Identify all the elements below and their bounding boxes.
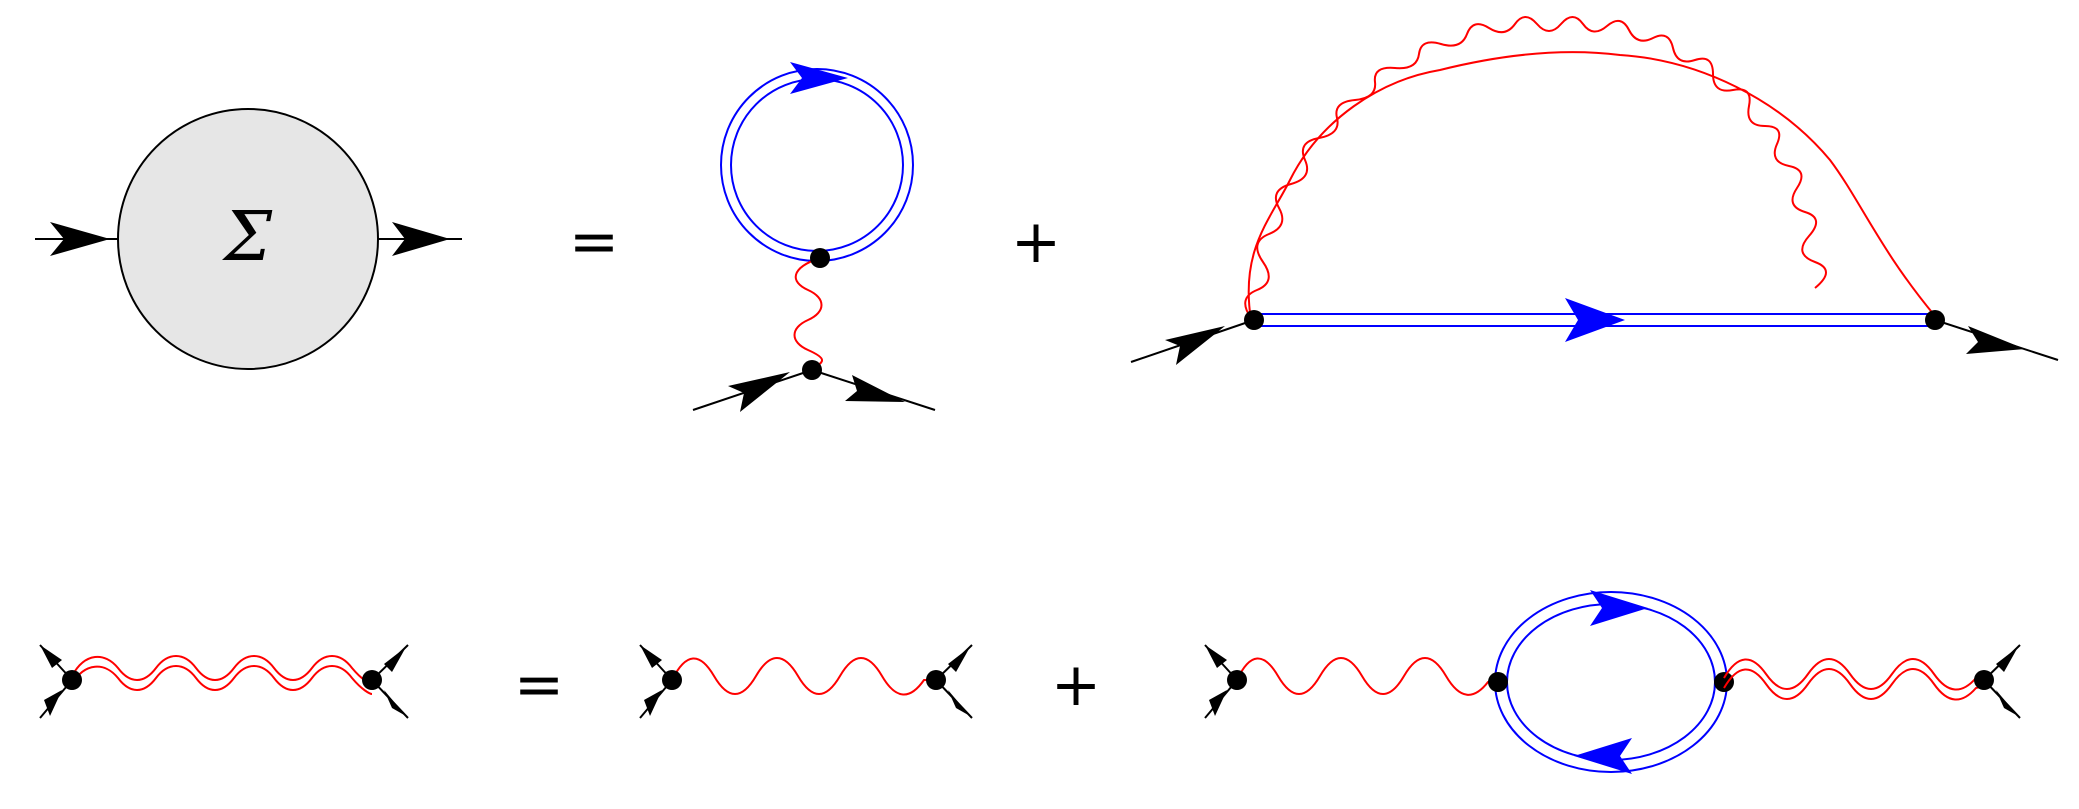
- bare-left-down-arrow: [644, 690, 662, 716]
- plus-sign-2: +: [1051, 650, 1101, 720]
- incoming-external-arrow: [1165, 326, 1225, 365]
- plus-sign-1: +: [1011, 207, 1061, 277]
- bubble-bottom-arrow: [1574, 738, 1632, 774]
- incoming-fermion-arrow: [728, 372, 790, 412]
- outgoing-fermion-arrow: [845, 375, 905, 402]
- bubble-right-dressed-wave-outer: [1723, 658, 1985, 691]
- dressed-wave-outer: [71, 655, 373, 685]
- loop-arrow-head: [790, 62, 848, 94]
- bubble-right-up-arrow: [1996, 647, 2018, 672]
- self-energy-blob-diagram: Σ: [35, 108, 462, 370]
- dressed-wave-inner: [71, 665, 373, 695]
- bubble-left-down-arrow: [1209, 690, 1227, 716]
- left-leg-up-arrow: [40, 645, 62, 668]
- propagator-arrow-head: [1565, 298, 1625, 342]
- sigma-symbol: Σ: [221, 198, 273, 277]
- bare-right-down-arrow: [948, 690, 970, 716]
- right-leg-up-arrow: [384, 647, 406, 672]
- bubble-vertex-left: [1488, 672, 1508, 692]
- bubble-vertex-right: [1714, 672, 1734, 692]
- bare-interaction-diagram: [639, 644, 973, 719]
- bubble-right-down-arrow: [1996, 690, 2018, 716]
- interaction-line-vertical: [793, 257, 823, 369]
- vertex-dot-top: [810, 248, 830, 268]
- incoming-arrow-head: [50, 222, 110, 256]
- bubble-right-dressed-wave-inner: [1723, 668, 1985, 701]
- outgoing-arrow-head: [392, 222, 450, 256]
- bubble-left-up-arrow: [1205, 645, 1227, 668]
- bare-left-up-arrow: [640, 645, 662, 668]
- hartree-diagram: [692, 62, 936, 412]
- fock-diagram: [1130, 16, 2059, 365]
- fermion-loop-outer: [720, 68, 914, 262]
- outgoing-external-arrow: [1966, 326, 2025, 354]
- exchange-interaction-wave: [1244, 16, 1827, 319]
- fermion-loop-inner: [730, 78, 904, 252]
- vertex-dot-bottom: [802, 360, 822, 380]
- bubble-top-arrow: [1590, 590, 1648, 626]
- exchange-interaction-outer: [1247, 51, 1936, 321]
- bubble-left-bare-wave: [1236, 657, 1498, 696]
- fock-vertex-left: [1244, 310, 1264, 330]
- dressed-interaction-diagram: [39, 644, 409, 719]
- equals-sign-2: =: [514, 650, 564, 720]
- bubble-diagram: [1204, 590, 2021, 774]
- bare-wave: [671, 657, 936, 696]
- equals-sign-1: =: [569, 207, 619, 277]
- right-leg-down-arrow: [384, 690, 406, 716]
- left-leg-down-arrow: [44, 690, 62, 716]
- bare-right-up-arrow: [948, 647, 970, 672]
- bubble-loop-inner: [1506, 603, 1716, 761]
